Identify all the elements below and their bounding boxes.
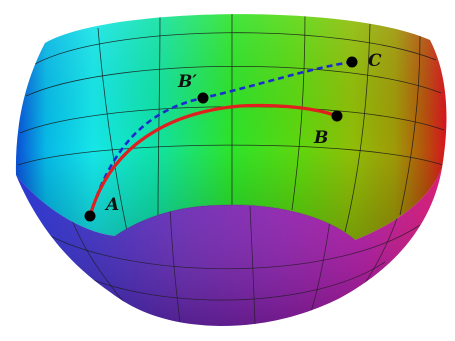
grid-meridian	[291, 14, 306, 211]
grid-ring	[39, 224, 421, 270]
grid-ring	[34, 32, 437, 65]
grid-meridian	[399, 35, 421, 216]
grid-ring	[25, 65, 442, 97]
label-b: B	[313, 128, 328, 148]
grid-meridian	[169, 207, 181, 323]
grid-meridian	[309, 219, 331, 316]
grid-ring	[17, 144, 444, 166]
grid-ring	[74, 261, 386, 301]
point-a	[84, 210, 96, 222]
grid-meridian	[157, 14, 161, 216]
point-c	[346, 56, 358, 68]
grid-meridian	[249, 205, 256, 326]
label-a: A	[104, 195, 119, 215]
hole-rim	[114, 204, 356, 241]
point-b-prime	[197, 92, 209, 104]
path-a-to-b-solid	[88, 103, 338, 217]
point-b	[331, 110, 343, 122]
label-c: C	[368, 51, 382, 71]
grid-meridian	[344, 23, 371, 233]
label-b-prime: B′	[177, 72, 197, 92]
grid-meridian	[97, 27, 129, 237]
